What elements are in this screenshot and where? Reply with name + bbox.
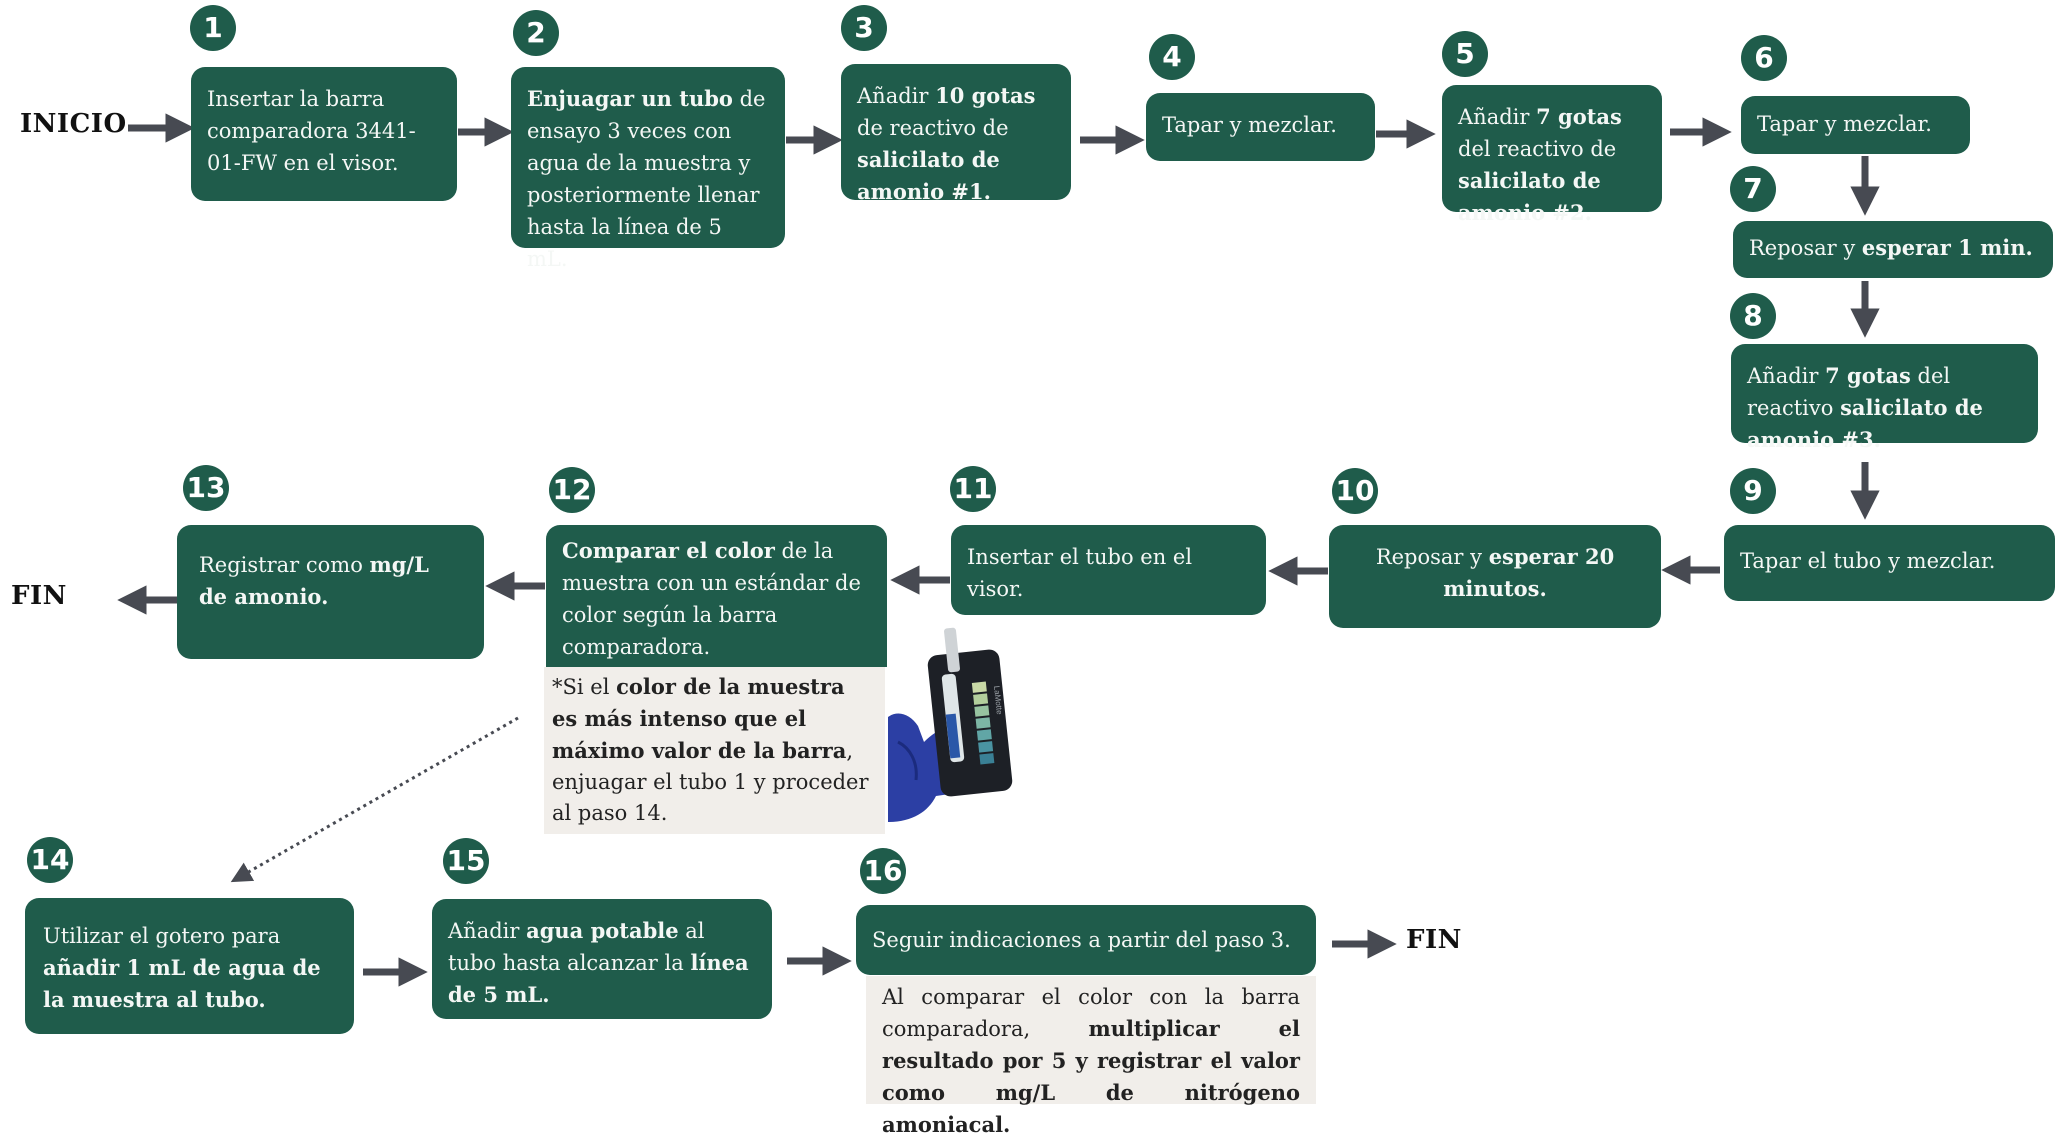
step-10-box: Reposar y esperar 20 minutos. — [1329, 525, 1661, 628]
step-15-box: Añadir agua potable al tubo hasta alcanz… — [432, 899, 772, 1019]
step-5-number: 5 — [1442, 31, 1488, 77]
end-label-bottom: FIN — [1406, 925, 1462, 955]
color-scale — [971, 681, 995, 765]
step-5-box: Añadir 7 gotas del reactivo de salicilat… — [1442, 85, 1662, 225]
step-8-box: Añadir 7 gotas del reactivo salicilato d… — [1731, 344, 2038, 452]
start-label: INICIO — [20, 109, 127, 139]
step-6-number: 6 — [1741, 35, 1787, 81]
step-9-box: Tapar el tubo y mezclar. — [1724, 525, 2055, 601]
step-1-box: Insertar la barra comparadora 3441-01-FW… — [191, 67, 457, 201]
step-14-number: 14 — [27, 837, 73, 883]
comparator-body — [927, 649, 1013, 797]
step-7-box: Reposar y esperar 1 min. — [1733, 221, 2053, 278]
step-15-number: 15 — [443, 838, 489, 884]
step-13-number: 13 — [183, 465, 229, 511]
step-12-note: *Si el color de la muestra es más intens… — [544, 667, 885, 834]
step-4-box: Tapar y mezclar. — [1146, 93, 1375, 161]
step-12-box: Comparar el color de la muestra con un e… — [546, 525, 887, 667]
comparator-photo: LaMotte — [888, 627, 1013, 822]
step-11-number: 11 — [950, 466, 996, 512]
step-3-box: Añadir 10 gotas de reactivo de salicilat… — [841, 64, 1071, 204]
step-3-number: 3 — [841, 5, 887, 51]
flowchart: INICIO FIN FIN Insertar la barra compara… — [11, 5, 2055, 1137]
step-12-number: 12 — [549, 467, 595, 513]
comparator-brand: LaMotte — [992, 685, 1004, 715]
step-16-box: Seguir indicaciones a partir del paso 3. — [856, 905, 1316, 975]
step-6-box: Tapar y mezclar. — [1741, 96, 1970, 154]
end-label-top: FIN — [11, 581, 67, 611]
step-8-number: 8 — [1730, 293, 1776, 339]
step-13-box: Registrar como mg/L de amonio. — [177, 525, 484, 659]
step-10-number: 10 — [1332, 468, 1378, 514]
step-14-box: Utilizar el gotero para añadir 1 mL de a… — [25, 898, 354, 1034]
step-7-number: 7 — [1730, 166, 1776, 212]
step-11-box: Insertar el tubo en el visor. — [951, 525, 1266, 615]
step-16-number: 16 — [860, 848, 906, 894]
step-4-number: 4 — [1149, 34, 1195, 80]
step-9-number: 9 — [1730, 468, 1776, 514]
step-16-note: Al comparar el color con la barra compar… — [866, 976, 1316, 1137]
step-2-box: Enjuagar un tubo de ensayo 3 veces con a… — [511, 67, 785, 271]
step-2-number: 2 — [513, 10, 559, 56]
step-1-number: 1 — [190, 5, 236, 51]
